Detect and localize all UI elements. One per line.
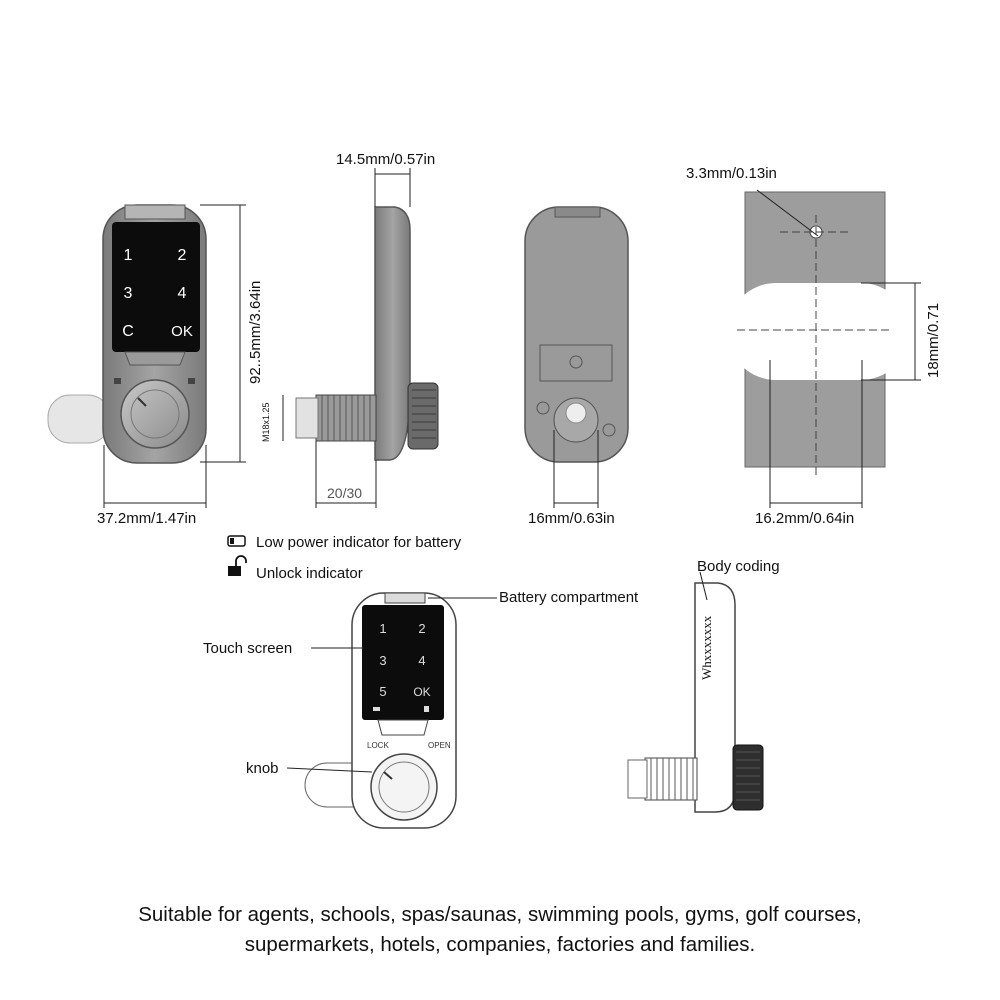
detail-key-ok: OK bbox=[413, 685, 430, 699]
knob-label: knob bbox=[246, 760, 279, 777]
back-cam-center bbox=[565, 402, 587, 424]
detail-side-threads bbox=[650, 758, 694, 800]
caption-line-1: Suitable for agents, schools, spas/sauna… bbox=[138, 903, 862, 926]
side-top-dimension: 14.5mm/0.57in bbox=[336, 151, 436, 168]
front-width-dimension: 37.2mm/1.47in bbox=[97, 510, 197, 527]
unlock-icon-body bbox=[228, 566, 241, 576]
unlock-indicator-label: Unlock indicator bbox=[256, 565, 363, 582]
front-lock-icon bbox=[114, 378, 121, 384]
detail-knob-mark bbox=[383, 771, 393, 780]
detail-side-bolt bbox=[627, 759, 648, 799]
detail-screen-tab bbox=[377, 719, 429, 736]
cutout-plate bbox=[727, 189, 921, 508]
detail-lock-text: LOCK bbox=[367, 741, 389, 750]
battery-icon bbox=[227, 535, 246, 547]
hole-height-dimension: 18mm/0.71 bbox=[925, 302, 942, 378]
detail-key-5: 5 bbox=[379, 684, 386, 699]
body-coding-label: Body coding bbox=[697, 558, 780, 575]
detail-screen bbox=[362, 605, 444, 720]
unlock-icon-shackle bbox=[235, 555, 247, 566]
detail-knob-inner bbox=[378, 761, 430, 813]
hole-small-dimension: 3.3mm/0.13in bbox=[686, 165, 777, 182]
touch-screen-label: Touch screen bbox=[203, 640, 293, 657]
battery-compartment-label: Battery compartment bbox=[499, 589, 639, 606]
caption-line-2: supermarkets, hotels, companies, factori… bbox=[244, 933, 756, 956]
detail-side-knob-ridges bbox=[736, 751, 760, 801]
back-battery-cover bbox=[539, 344, 613, 382]
knob-leader bbox=[286, 767, 373, 773]
front-top-cap bbox=[124, 204, 186, 220]
battery-indicator-label: Low power indicator for battery bbox=[256, 534, 462, 551]
detail-side-view bbox=[627, 571, 764, 813]
side-body bbox=[374, 206, 411, 461]
front-key-4: 4 bbox=[178, 285, 187, 302]
front-key-ok: OK bbox=[171, 323, 193, 340]
side-knob-ridges bbox=[412, 389, 436, 439]
legend-icons bbox=[227, 535, 247, 576]
detail-key-3: 3 bbox=[379, 653, 386, 668]
back-screw-right bbox=[602, 423, 616, 437]
detail-battery-mini-icon bbox=[373, 707, 380, 711]
front-key-3: 3 bbox=[124, 285, 133, 302]
detail-unlock-mini-icon bbox=[424, 706, 429, 712]
detail-open-text: OPEN bbox=[428, 741, 451, 750]
front-height-dimension: 92..5mm/3.64in bbox=[247, 280, 264, 384]
detail-key-4: 4 bbox=[418, 653, 425, 668]
plate-large-hole bbox=[727, 283, 910, 380]
front-screen bbox=[112, 222, 200, 352]
front-key-2: 2 bbox=[178, 247, 187, 264]
side-threads bbox=[321, 395, 371, 441]
hole-width-dimension: 16.2mm/0.64in bbox=[755, 510, 855, 527]
front-knob-inner bbox=[130, 389, 180, 439]
front-key-c: C bbox=[122, 323, 134, 340]
front-knob-mark bbox=[137, 397, 147, 407]
body-code-text: Whxxxxxxx bbox=[699, 615, 714, 680]
back-top-recess bbox=[554, 206, 601, 218]
thread-dimension: M18x1.25 bbox=[261, 402, 271, 442]
detail-battery-cap bbox=[384, 592, 426, 604]
detail-side-knob bbox=[732, 744, 764, 811]
front-key-1: 1 bbox=[124, 247, 133, 264]
detail-side-cylinder bbox=[644, 757, 698, 801]
battery-icon-level bbox=[230, 538, 234, 544]
back-battery-screw bbox=[569, 355, 583, 369]
detail-knob bbox=[370, 753, 438, 821]
back-view bbox=[524, 206, 629, 508]
side-view bbox=[282, 168, 439, 508]
front-latch-bolt bbox=[47, 394, 111, 444]
detail-front-view: 1 2 3 4 5 OK LOCK OPEN bbox=[286, 592, 497, 829]
side-bolt bbox=[295, 397, 319, 439]
cam-length-dimension: 20/30 bbox=[327, 485, 363, 501]
back-width-dimension: 16mm/0.63in bbox=[528, 510, 615, 527]
body-coding-leader bbox=[699, 571, 708, 601]
front-unlock-icon bbox=[188, 378, 195, 384]
back-screw-left bbox=[536, 401, 550, 415]
side-knob bbox=[407, 382, 439, 450]
detail-key-1: 1 bbox=[379, 621, 386, 636]
front-screen-tab bbox=[124, 351, 186, 366]
detail-key-2: 2 bbox=[418, 621, 425, 636]
front-view: 1 2 3 4 C OK bbox=[47, 204, 246, 508]
plate-small-hole-leader bbox=[756, 189, 819, 237]
